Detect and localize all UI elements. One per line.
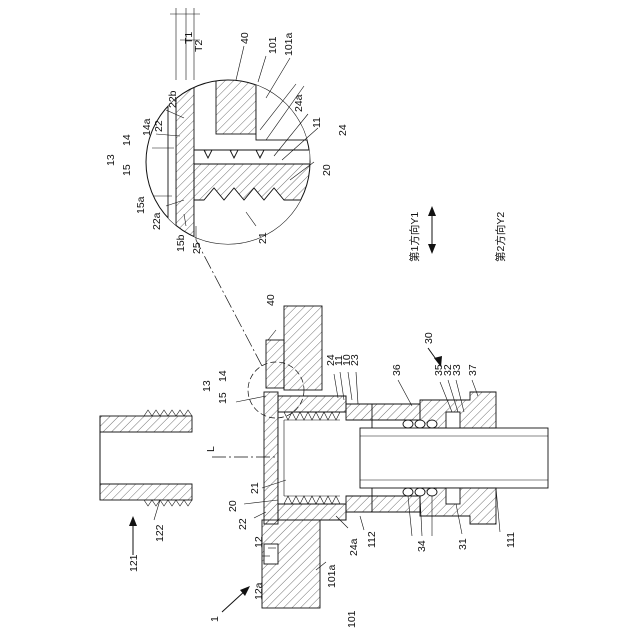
- label-40-a: 40: [265, 294, 277, 306]
- ring-32: [446, 412, 460, 428]
- label-23: 23: [349, 354, 361, 366]
- label-101-b: 101: [267, 36, 279, 54]
- label-15a: 15a: [135, 196, 147, 214]
- detail-leader: [196, 240, 262, 366]
- label-21-a: 21: [249, 482, 261, 494]
- label-101a-a: 101a: [326, 564, 338, 588]
- label-22a: 22a: [151, 212, 163, 230]
- label-101-a: 101: [346, 610, 358, 628]
- socket-wall-upper: [346, 404, 420, 420]
- label-14-a: 14: [217, 370, 229, 382]
- label-21-b: 21: [257, 232, 269, 244]
- body-wall-upper: [278, 396, 346, 412]
- label-15-a: 15: [217, 392, 229, 404]
- label-122: 122: [154, 524, 166, 542]
- recess-12a: [264, 544, 278, 564]
- label-30: 30: [423, 332, 435, 344]
- label-36: 36: [391, 364, 403, 376]
- label-20-a: 20: [227, 500, 239, 512]
- label-22b: 22b: [167, 90, 179, 108]
- label-dir-y2: 第2方向Y2: [494, 212, 507, 262]
- arrow-1: [222, 586, 250, 612]
- label-14a: 14a: [141, 118, 153, 136]
- arrow-121: [129, 516, 137, 555]
- flange-22: [264, 392, 278, 524]
- label-dir-y1: 第1方向Y1: [408, 212, 421, 262]
- label-22-a: 22: [237, 518, 249, 530]
- label-14-b: 14: [121, 134, 133, 146]
- detail-wall-101: [256, 80, 316, 140]
- label-37: 37: [467, 364, 479, 376]
- label-24a-b: 24a: [293, 94, 305, 112]
- label-15b: 15b: [175, 234, 187, 252]
- arrow-30: [428, 348, 442, 367]
- detail-teeth-24: [194, 150, 310, 164]
- label-20-b: 20: [321, 164, 333, 176]
- label-34: 34: [416, 540, 428, 552]
- detail-washer-40: [216, 80, 256, 134]
- label-13-b: 13: [105, 154, 117, 166]
- label-24a-a: 24a: [348, 538, 360, 556]
- label-33: 33: [451, 364, 463, 376]
- label-fig-1: 1: [209, 616, 221, 622]
- label-T2: T2: [193, 40, 205, 52]
- label-111: 111: [505, 532, 517, 548]
- label-12a: 12a: [253, 582, 265, 600]
- washer-40: [266, 340, 284, 388]
- label-15-b: 15: [121, 164, 133, 176]
- ring-32-lower: [446, 488, 460, 504]
- label-121: 121: [128, 554, 140, 572]
- label-31: 31: [457, 538, 469, 550]
- main-section-view: [100, 240, 548, 612]
- label-25: 25: [191, 242, 203, 254]
- wall-plate-101-upper: [284, 306, 322, 390]
- body-wall-lower: [278, 504, 346, 520]
- label-22-b: 22: [153, 120, 165, 132]
- label-axis-L: L: [205, 446, 217, 452]
- fitting-121: [100, 410, 192, 506]
- label-12: 12: [253, 536, 265, 548]
- label-11-b: 11: [311, 117, 323, 128]
- label-13-a: 13: [201, 380, 213, 392]
- pipe-111: [360, 428, 548, 488]
- direction-arrows: [428, 206, 436, 254]
- label-112: 112: [366, 531, 378, 548]
- label-101a-b: 101a: [283, 32, 295, 56]
- label-24-b: 24: [337, 124, 349, 136]
- label-40-b: 40: [239, 32, 251, 44]
